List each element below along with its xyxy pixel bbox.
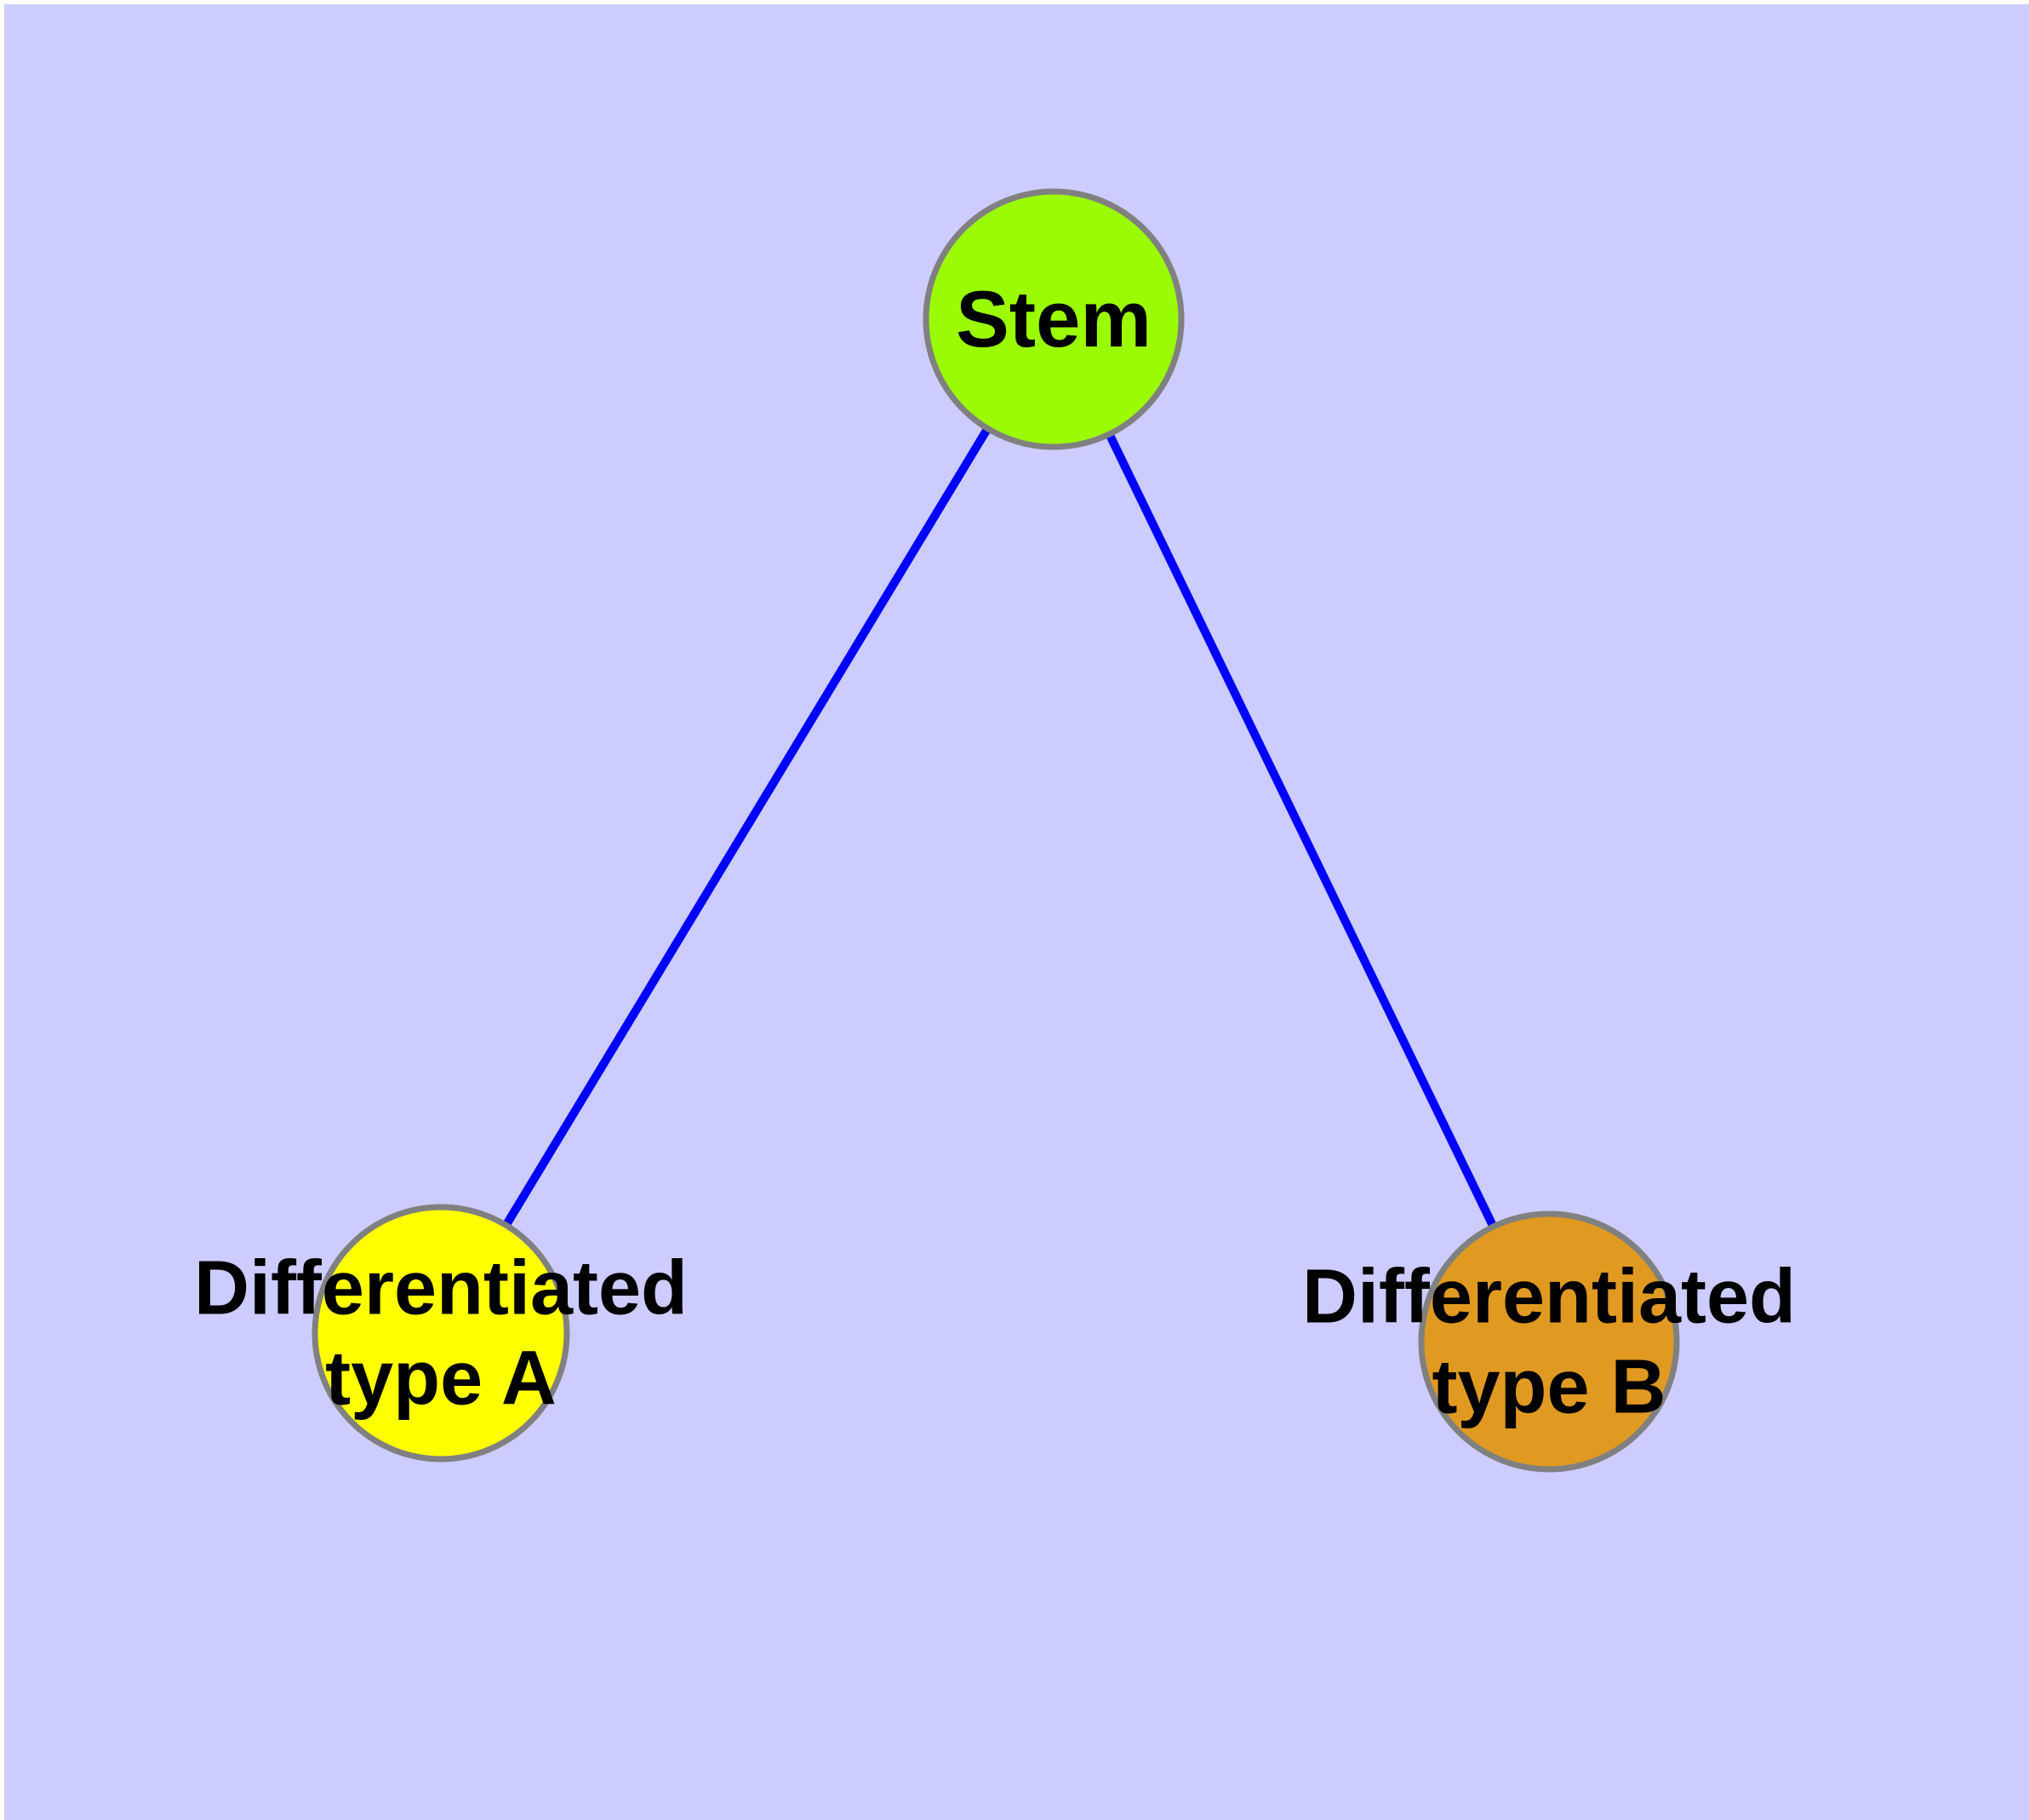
node-label-line: type A <box>325 1336 557 1422</box>
edge-stem-to-diff-b[interactable] <box>1049 317 1553 1344</box>
node-label-stem: Stem <box>956 274 1152 363</box>
node-label-line: Differentiated <box>1302 1255 1796 1340</box>
node-stem[interactable] <box>923 188 1185 450</box>
node-label-line: type B <box>1432 1345 1666 1430</box>
node-diff-b[interactable] <box>1418 1210 1680 1473</box>
node-label-line: Stem <box>956 274 1152 363</box>
edge-stem-to-diff-a[interactable] <box>437 317 1058 1336</box>
edges-layer <box>437 317 1553 1344</box>
nodes-layer <box>311 188 1680 1473</box>
node-diff-a[interactable] <box>311 1204 570 1462</box>
node-label-line: Differentiated <box>194 1246 688 1331</box>
